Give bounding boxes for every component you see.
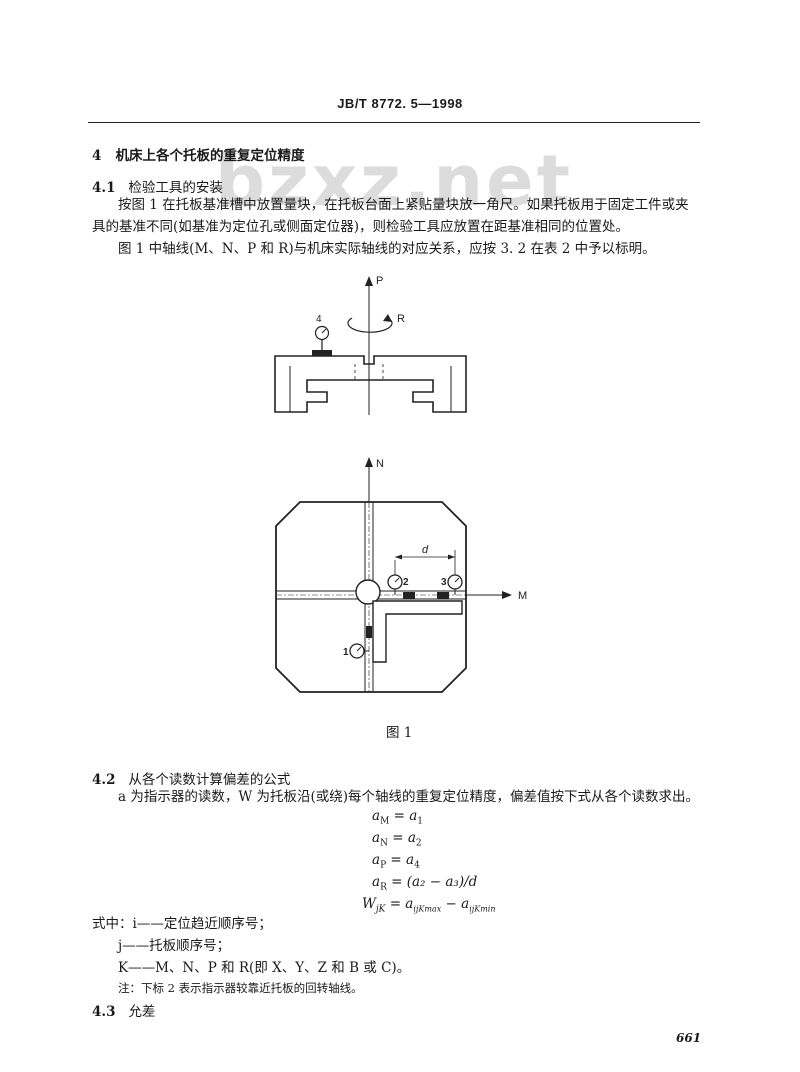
section-4-2-title: 从各个读数计算偏差的公式 xyxy=(128,772,291,788)
indicator-4 xyxy=(314,325,330,341)
standard-code: JB/T 8772. 5—1998 xyxy=(337,96,463,111)
gauge-block-3 xyxy=(437,592,449,599)
where-line-3: K——M、N、P 和 R(即 X、Y、Z 和 B 或 C)。 xyxy=(118,960,411,976)
formula-ar: aR = (a₂ − a₃)/d xyxy=(372,874,478,893)
section-4-2-number: 4.2 xyxy=(92,772,116,788)
section-4-3-number: 4.3 xyxy=(92,1004,116,1020)
figure-1: P R 4 xyxy=(274,275,527,693)
section-4-3-heading: 4.3 允差 xyxy=(92,1000,155,1020)
section-4-1-number: 4.1 xyxy=(92,180,116,196)
section-4-3-title: 允差 xyxy=(128,1004,156,1020)
section-4-2-intro: a 为指示器的读数，W 为托板沿(或绕)每个轴线的重复定位精度，偏差值按下式从各… xyxy=(118,789,700,805)
label-r: R xyxy=(397,313,405,325)
gauge-block-4 xyxy=(312,350,332,356)
figure-caption: 图 1 xyxy=(386,725,413,741)
rotation-r-arrow xyxy=(383,314,392,322)
note: 注：下标 2 表示指示器较靠近托板的回转轴线。 xyxy=(118,981,363,995)
page-number: 661 xyxy=(676,1031,702,1045)
rotation-r-arc xyxy=(347,317,393,333)
gauge-block-1 xyxy=(366,626,372,638)
axis-m-arrow xyxy=(502,591,512,599)
side-view xyxy=(274,276,467,415)
label-3: 3 xyxy=(441,577,447,588)
formula-am: aM = a1 xyxy=(372,808,423,827)
square-rule xyxy=(372,600,463,663)
axis-n-arrow xyxy=(365,457,373,467)
label-d: d xyxy=(422,544,429,556)
section-4-title: 机床上各个托板的重复定位精度 xyxy=(115,148,305,164)
para-1-line-2: 具的基准不同(如基准为定位孔或侧面定位器)，则检验工具应放置在距基准相同的位置处… xyxy=(92,219,630,235)
label-4: 4 xyxy=(316,314,322,325)
plan-view xyxy=(275,457,512,693)
section-4-2-heading: 4.2 从各个读数计算偏差的公式 xyxy=(92,768,290,788)
formula-ap: aP = a4 xyxy=(372,852,420,871)
where-line-1: 式中：i——定位趋近顺序号； xyxy=(92,916,272,932)
header-rule xyxy=(88,122,700,123)
gauge-block-2 xyxy=(403,592,415,599)
label-m: M xyxy=(518,590,527,602)
where-line-2: j——托板顺序号； xyxy=(118,938,231,954)
center-hole xyxy=(355,579,381,605)
label-p: P xyxy=(376,275,383,287)
plate-side-body xyxy=(274,355,467,413)
section-4-1-title: 检验工具的安装 xyxy=(128,180,223,196)
axis-p-arrow xyxy=(365,276,373,286)
para-1-line-1: 按图 1 在托板基准槽中放置量块，在托板台面上紧贴量块放一角尺。如果托板用于固定… xyxy=(118,197,689,213)
para-2: 图 1 中轴线(M、N、P 和 R)与机床实际轴线的对应关系，应按 3. 2 在… xyxy=(118,241,656,257)
section-4-number: 4 xyxy=(92,148,102,164)
plate-plan-outline xyxy=(275,501,467,693)
label-2: 2 xyxy=(403,577,409,588)
label-1: 1 xyxy=(343,647,349,658)
formula-wjk: WjK = aijKmax − aijKmin xyxy=(362,896,496,915)
formula-an: aN = a2 xyxy=(372,830,422,849)
watermark: bzxz.net xyxy=(215,140,574,222)
section-4-1-heading: 4.1 检验工具的安装 xyxy=(92,176,223,196)
label-n: N xyxy=(376,458,384,470)
section-4-heading: 4 机床上各个托板的重复定位精度 xyxy=(92,144,305,164)
